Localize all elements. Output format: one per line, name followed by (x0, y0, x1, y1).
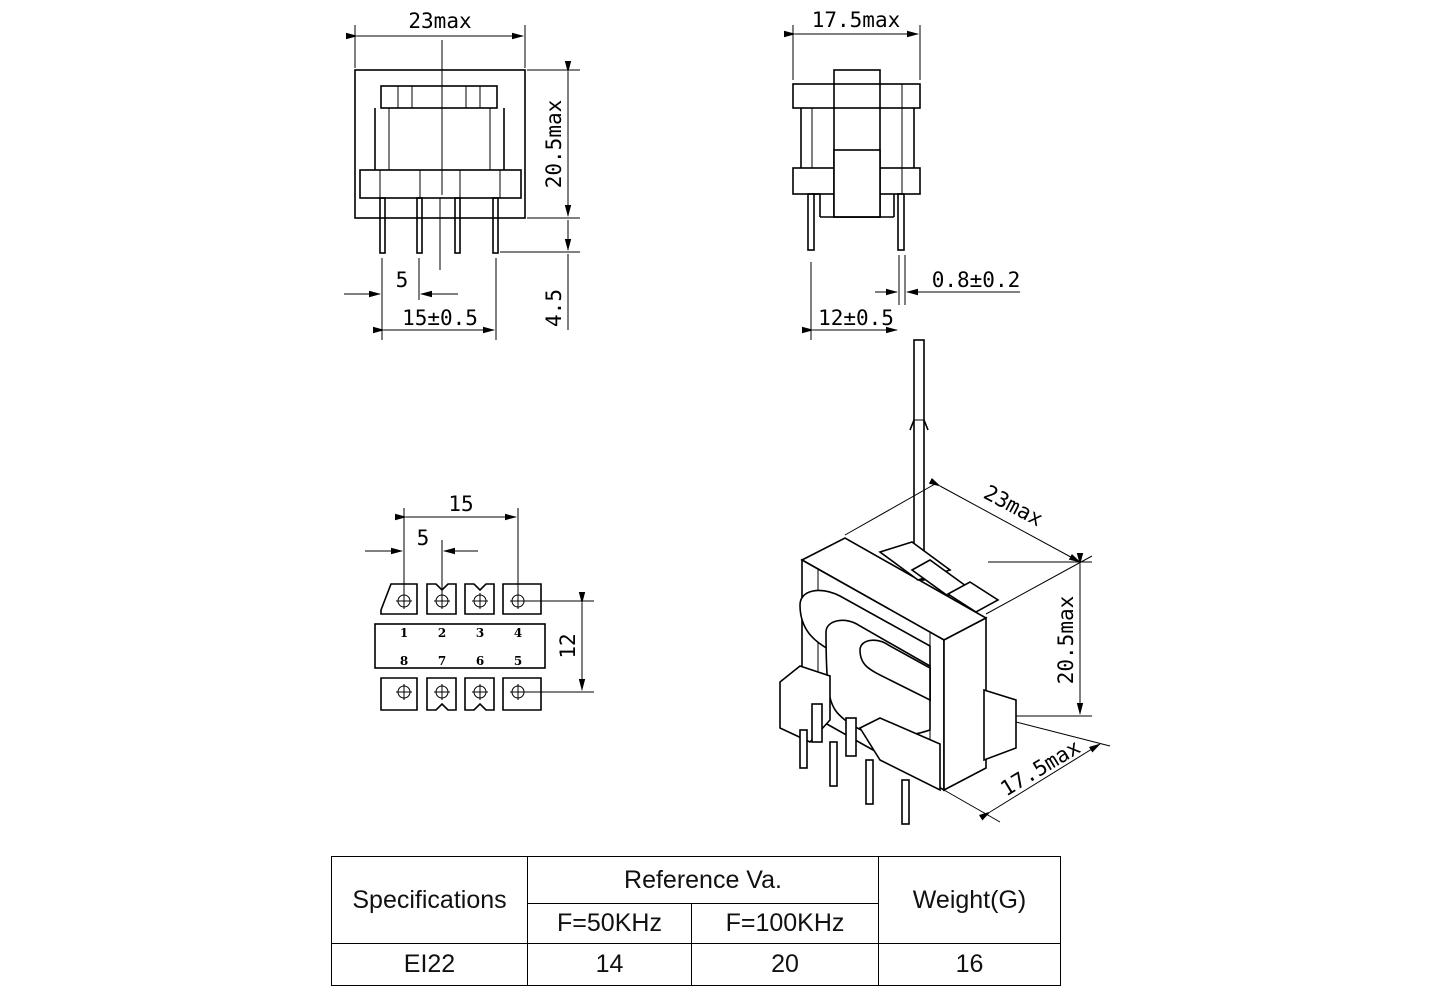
side-row-span-label: 12±0.5 (818, 306, 894, 330)
side-view: 17.5max 0.8±0.2 12±0.5 (784, 8, 1021, 340)
f50-header: F=50KHz (527, 903, 692, 944)
bottom-pitch-label: 5 (417, 526, 430, 550)
f100-header: F=100KHz (691, 903, 879, 944)
front-pin-length-label: 4.5 (542, 289, 566, 327)
front-height-label: 20.5max (542, 100, 566, 189)
reference-header: Reference Va. (527, 856, 879, 904)
weight-cell: 16 (878, 943, 1061, 986)
iso-width-label: 23max (980, 480, 1047, 531)
side-pin-dia-label: 0.8±0.2 (932, 268, 1021, 292)
f100-cell: 20 (691, 943, 879, 986)
front-width-label: 23max (408, 9, 471, 33)
bottom-span-label: 15 (448, 492, 473, 516)
iso-view: 23max 20.5max 17.5max (779, 339, 1111, 825)
pin-number: 3 (476, 626, 484, 640)
front-span-label: 15±0.5 (402, 306, 478, 330)
pin-number: 6 (476, 654, 484, 668)
front-view: 23max 20.5max 4.5 5 15±0.5 (344, 9, 580, 340)
bottom-view: 1 2 3 4 8 7 6 5 15 5 12 (365, 492, 594, 711)
iso-height-label: 20.5max (1054, 596, 1078, 685)
side-width-label: 17.5max (812, 8, 901, 32)
f50-cell: 14 (527, 943, 692, 986)
pin-number: 8 (400, 654, 408, 668)
specifications-header: Specifications (331, 856, 528, 944)
spec-cell: EI22 (331, 943, 528, 986)
front-pitch-label: 5 (396, 268, 409, 292)
weight-header: Weight(G) (878, 856, 1061, 944)
pin-number: 5 (514, 654, 522, 668)
pin-number: 4 (514, 626, 522, 640)
pin-number: 1 (400, 626, 408, 640)
table-row: EI22 14 20 16 (331, 943, 1061, 986)
pin-number: 7 (438, 654, 446, 668)
spec-table: Specifications Reference Va. Weight(G) F… (331, 856, 1061, 986)
pin-number: 2 (438, 626, 446, 640)
bottom-row-label: 12 (556, 633, 580, 658)
